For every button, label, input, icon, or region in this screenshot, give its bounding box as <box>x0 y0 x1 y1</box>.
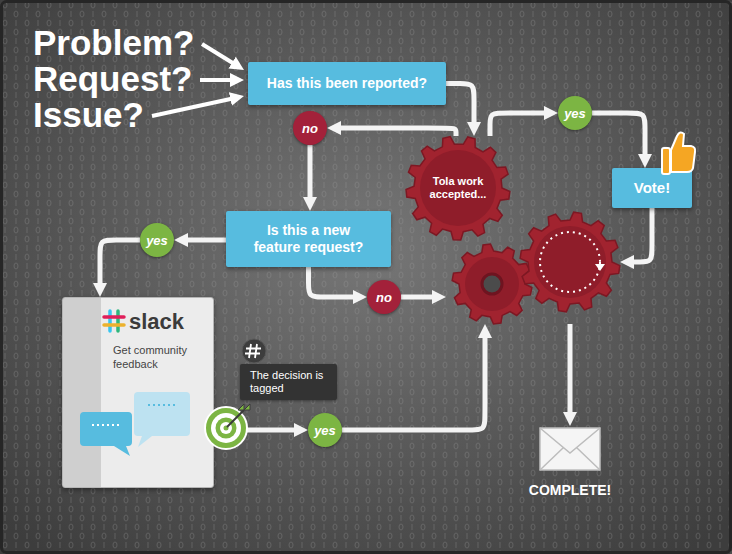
flow-arrow <box>628 208 652 262</box>
question-label: Problem? <box>33 24 194 62</box>
dart <box>227 410 244 427</box>
gear-hub <box>420 150 496 226</box>
no-badge: no <box>293 111 327 145</box>
gear-arc-head <box>595 264 605 271</box>
flow-arrow <box>309 267 360 297</box>
gear-hole <box>482 274 502 294</box>
decision-box: Has this been reported? <box>248 62 446 105</box>
answer-text: yes <box>314 424 336 437</box>
target-ring <box>224 426 229 431</box>
answer-text: yes <box>146 234 168 247</box>
box-text: Has this been reported? <box>267 75 427 92</box>
yes-badge: yes <box>308 413 342 447</box>
hash-circle <box>242 339 266 363</box>
label-holder: Issue? <box>33 96 144 134</box>
envelope-body <box>540 428 600 470</box>
box-text: Is this a new feature request? <box>248 222 369 256</box>
logo-bar <box>108 311 112 331</box>
chat-bubble <box>80 412 132 456</box>
logo-bar <box>116 311 120 331</box>
flow-arrow <box>592 113 645 160</box>
chat-bubbles <box>80 392 190 456</box>
thumb-hand <box>671 132 695 172</box>
pointer-arrow <box>200 78 236 82</box>
logo-bar <box>104 323 124 327</box>
yes-badge: yes <box>558 96 592 130</box>
label-holder: Problem? <box>33 24 194 62</box>
answer-text: no <box>376 291 392 304</box>
yes-badge: yes <box>140 223 174 257</box>
panel-text: slack <box>129 309 213 335</box>
gear-hub <box>465 257 519 311</box>
envelope-icon <box>538 426 602 474</box>
complete-envelope: COMPLETE! <box>525 426 615 502</box>
chat-dots <box>92 424 120 426</box>
thumbs-up-icon <box>662 132 695 174</box>
pointer-arrow <box>152 98 236 116</box>
gear <box>520 212 620 312</box>
thumb-cuff <box>662 148 670 174</box>
dart-fletch <box>238 404 250 410</box>
chat-bubble <box>134 392 190 447</box>
flow-arrow <box>308 145 313 203</box>
decision-box: Is this a new feature request? <box>226 211 391 267</box>
complete-text: COMPLETE! <box>525 482 615 498</box>
answer-text: no <box>302 122 318 135</box>
slack-logo <box>104 311 124 331</box>
flow-arrow <box>568 324 573 418</box>
gear <box>406 137 510 240</box>
hash-mark <box>245 344 261 358</box>
flow-arrow <box>490 113 550 136</box>
pointer-arrow <box>202 44 237 66</box>
gear-hub <box>534 226 606 298</box>
logo-bar <box>104 315 124 319</box>
question-label: Issue? <box>33 96 144 134</box>
envelope-flap <box>540 428 600 470</box>
label-holder: Request? <box>33 60 192 98</box>
box-text: Vote! <box>634 179 670 197</box>
target-ring <box>211 413 241 443</box>
target-ring <box>205 407 247 449</box>
chat-dots <box>148 404 178 406</box>
flow-arrow <box>342 332 485 430</box>
no-badge: no <box>367 280 401 314</box>
question-label: Request? <box>33 60 192 98</box>
slack-panel: slackGet community feedback <box>62 297 214 488</box>
tag-text: The decision is tagged <box>250 369 325 395</box>
gear-arc <box>540 232 600 292</box>
panel-text: Get community feedback <box>113 343 197 371</box>
flow-arrow <box>214 428 300 433</box>
answer-text: yes <box>564 107 586 120</box>
tag-label: The decision is tagged <box>240 364 337 400</box>
flow-arrow <box>401 295 438 300</box>
gear-shape <box>446 136 620 324</box>
target-ring <box>216 418 237 439</box>
flow-arrow <box>100 240 140 289</box>
flow-arrow <box>182 238 226 243</box>
vote-box: Vote! <box>612 168 692 208</box>
target-icon <box>205 404 250 449</box>
flow-arrow <box>335 128 456 136</box>
hash-icon <box>242 339 266 363</box>
gear-cluster: Tola work accepted... <box>446 136 620 324</box>
gear-text: Tola work accepted... <box>422 175 494 201</box>
target-ring <box>220 422 232 434</box>
flow-arrow <box>446 84 474 129</box>
